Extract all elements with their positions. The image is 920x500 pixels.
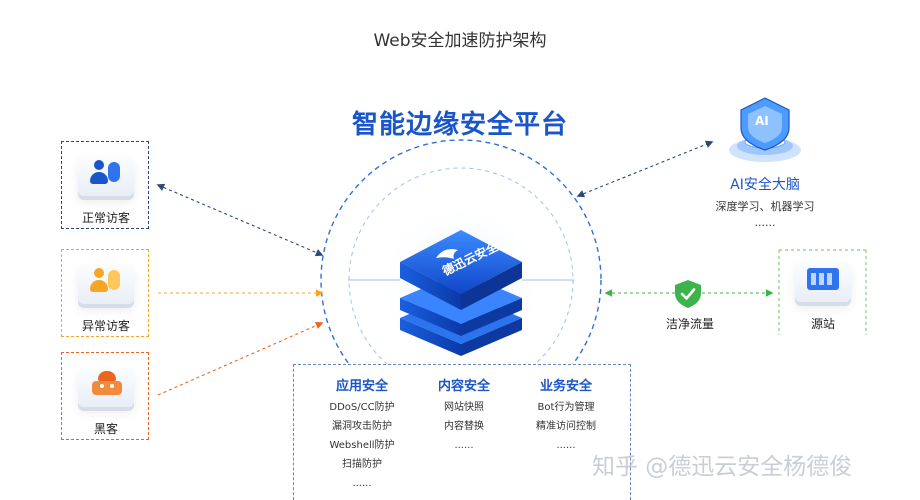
- visitor-hacker: 黑客: [61, 352, 149, 440]
- person-orange-icon: [90, 268, 122, 298]
- person-blue-icon: [90, 160, 122, 190]
- service-item: 网站快照: [444, 402, 484, 413]
- ai-title: AI安全大脑: [730, 177, 800, 193]
- service-item: ......: [556, 440, 576, 451]
- service-item: DDoS/CC防护: [329, 402, 395, 413]
- visitor-normal-label: 正常访客: [81, 211, 130, 225]
- services-panel: 应用安全 DDoS/CC防护 漏洞攻击防护 Webshell防护 扫描防护 ..…: [293, 364, 631, 500]
- visitor-normal: 正常访客: [61, 141, 149, 229]
- service-item: 扫描防护: [342, 459, 382, 470]
- page-title: Web安全加速防护架构: [373, 31, 547, 51]
- ai-description: 深度学习、机器学习: [715, 200, 815, 213]
- service-column-content: 内容安全 网站快照 内容替换 ......: [414, 375, 514, 455]
- shield-check-icon: [674, 279, 702, 309]
- hacker-icon: [92, 371, 122, 399]
- origin-label: 源站: [810, 317, 835, 331]
- ai-brain-graphic: [729, 97, 801, 162]
- service-item: 内容替换: [444, 421, 484, 432]
- service-title: 应用安全: [335, 379, 388, 394]
- service-item: Webshell防护: [329, 440, 395, 451]
- core-platform-graphic: [400, 230, 522, 356]
- server-icon: [807, 268, 839, 290]
- ai-badge: AI: [755, 114, 769, 128]
- clean-traffic-label: 洁净流量: [665, 317, 714, 331]
- visitor-hacker-label: 黑客: [93, 422, 118, 436]
- service-item: ......: [454, 440, 474, 451]
- watermark: 知乎 @德迅云安全杨德俊: [592, 454, 853, 480]
- ai-more: ......: [754, 216, 776, 229]
- visitor-abnormal: 异常访客: [61, 249, 149, 337]
- service-item: ......: [352, 478, 372, 489]
- service-title: 业务安全: [539, 379, 592, 394]
- ai-connector: [576, 140, 714, 198]
- visitor-abnormal-label: 异常访客: [81, 319, 130, 333]
- service-item: Bot行为管理: [537, 402, 595, 413]
- service-column-business: 业务安全 Bot行为管理 精准访问控制 ......: [514, 375, 618, 455]
- normal-visitor-connector: [156, 183, 324, 257]
- service-item: 漏洞攻击防护: [332, 421, 392, 432]
- service-item: 精准访问控制: [536, 421, 596, 432]
- service-title: 内容安全: [437, 379, 490, 394]
- platform-title: 智能边缘安全平台: [351, 110, 568, 140]
- service-column-app: 应用安全 DDoS/CC防护 漏洞攻击防护 Webshell防护 扫描防护 ..…: [312, 375, 412, 493]
